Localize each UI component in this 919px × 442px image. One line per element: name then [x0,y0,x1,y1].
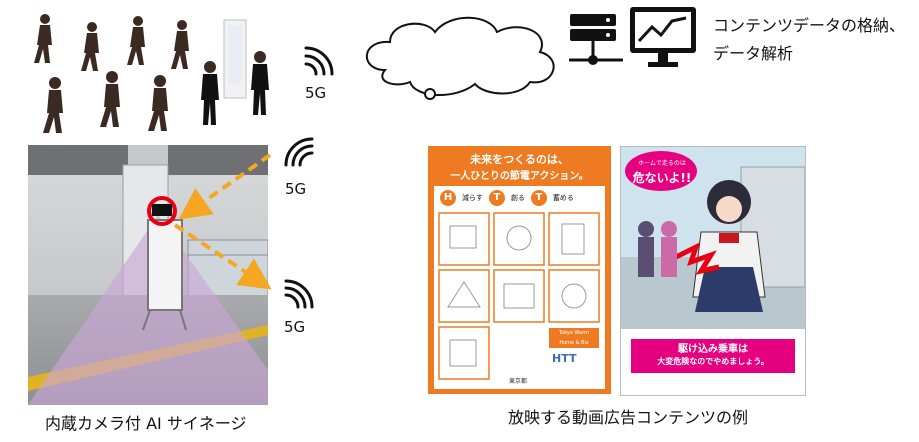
h-text: 減らす [462,193,483,203]
server-icon [565,10,625,70]
t-text-1: 創る [511,193,525,203]
signal-waves-icon [282,275,318,311]
pedestrians-illustration [10,5,275,140]
server-caption-line2: データ解析 [713,40,793,64]
signal-label-5g-lower: 5G [284,318,305,336]
t-badge-2: T [531,190,547,206]
orange-poster: 未来をつくるのは、 一人ひとりの節電アクション。 H 減らす T 創る T 蓄め… [428,146,611,394]
tokyo-metro-gov-label: 東京都 [509,376,527,385]
analytics-monitor-icon [628,5,698,70]
poster-title-line1: 未来をつくるのは、 [428,151,611,167]
manga-slogan-line1: 駆け込み乗車は [631,340,795,355]
signal-waves-icon [282,135,318,171]
dashed-arrows [150,140,290,300]
tokyo-warm-badge: Tokyo Warm Home & Biz [549,328,599,348]
signal-label-5g: 5G [305,84,326,102]
poster-illustration-grid [438,212,601,384]
server-caption-line1: コンテンツデータの格納、 [713,12,905,36]
manga-poster: ホームで走るのは 危ないよ!! 駆け込み乗車は 大変危険なのでやめましょう。 [620,146,806,396]
signal-waves-icon [300,40,340,80]
tokyo-warm-line1: Tokyo Warm [549,328,599,338]
poster-caption: 放映する動画広告コンテンツの例 [508,404,748,428]
cloud-icon [355,10,565,105]
t-text-2: 蓄める [553,193,574,203]
walker-silhouette [148,75,168,131]
walker-silhouette [81,22,99,71]
manga-slogan-band: 駆け込み乗車は 大変危険なのでやめましょう。 [621,329,805,395]
walker-silhouette [100,71,120,127]
manga-slogan-line2: 大変危険なのでやめましょう。 [631,356,795,367]
h-badge: H [440,190,456,206]
signal-label-5g-upper: 5G [285,180,306,198]
t-badge-1: T [489,190,505,206]
manga-header-big: 危ないよ!! [625,169,699,186]
walker-silhouette [34,14,52,63]
poster-title-line2: 一人ひとりの節電アクション。 [428,167,611,182]
viewer-silhouette [251,51,269,115]
htt-logo: HTT [552,352,576,365]
walker-silhouette [43,77,63,133]
tokyo-warm-line2: Home & Biz [549,338,599,348]
camera-signage-caption: 内蔵カメラ付 AI サイネージ [45,410,247,434]
poster-body: H 減らす T 創る T 蓄める Tokyo Warm Home & Biz H… [434,186,605,389]
signage-stand-icon [224,20,246,98]
walker-silhouette [127,16,145,65]
manga-header-small: ホームで走るのは [629,158,695,167]
viewer-silhouette [201,61,219,125]
walker-silhouette [171,20,189,69]
